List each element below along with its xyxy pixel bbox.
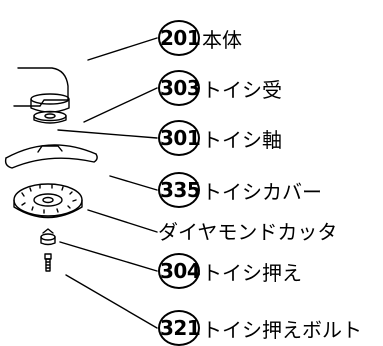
part-number-badge: 304 (158, 253, 201, 289)
part-name-label: ダイヤモンドカッタ (158, 220, 338, 244)
wheel-cover-part (4, 144, 98, 169)
part-name-label: 本体 (202, 27, 242, 52)
callout-304: 304 トイシ押え (158, 253, 302, 289)
part-number-badge: 301 (158, 120, 201, 156)
part-number-badge: 321 (158, 310, 201, 346)
callout-diamond-cutter: ダイヤモンドカッタ (158, 216, 337, 245)
clamp-bolt-part (44, 253, 52, 272)
diamond-cutter-part (13, 183, 83, 219)
part-number-badge: 335 (158, 172, 201, 208)
part-number-badge: 303 (158, 70, 201, 106)
wheel-clamp-part (40, 228, 56, 246)
callout-201: 201 本体 (158, 20, 242, 56)
callout-301: 301 トイシ軸 (158, 120, 282, 156)
part-name-label: トイシ軸 (202, 127, 282, 152)
leader-lines (57, 37, 158, 329)
callout-321: 321 トイシ押えボルト (158, 310, 362, 346)
grinder-holder-part (30, 93, 70, 124)
part-name-label: トイシ押え (202, 260, 302, 285)
callout-303: 303 トイシ受 (158, 70, 282, 106)
part-name-label: トイシ押えボルト (202, 317, 362, 342)
part-name-label: トイシカバー (202, 179, 322, 204)
body-housing-part (13, 67, 69, 107)
callout-335: 335 トイシカバー (158, 172, 322, 208)
part-name-label: トイシ受 (202, 77, 282, 102)
part-number-badge: 201 (158, 20, 201, 56)
